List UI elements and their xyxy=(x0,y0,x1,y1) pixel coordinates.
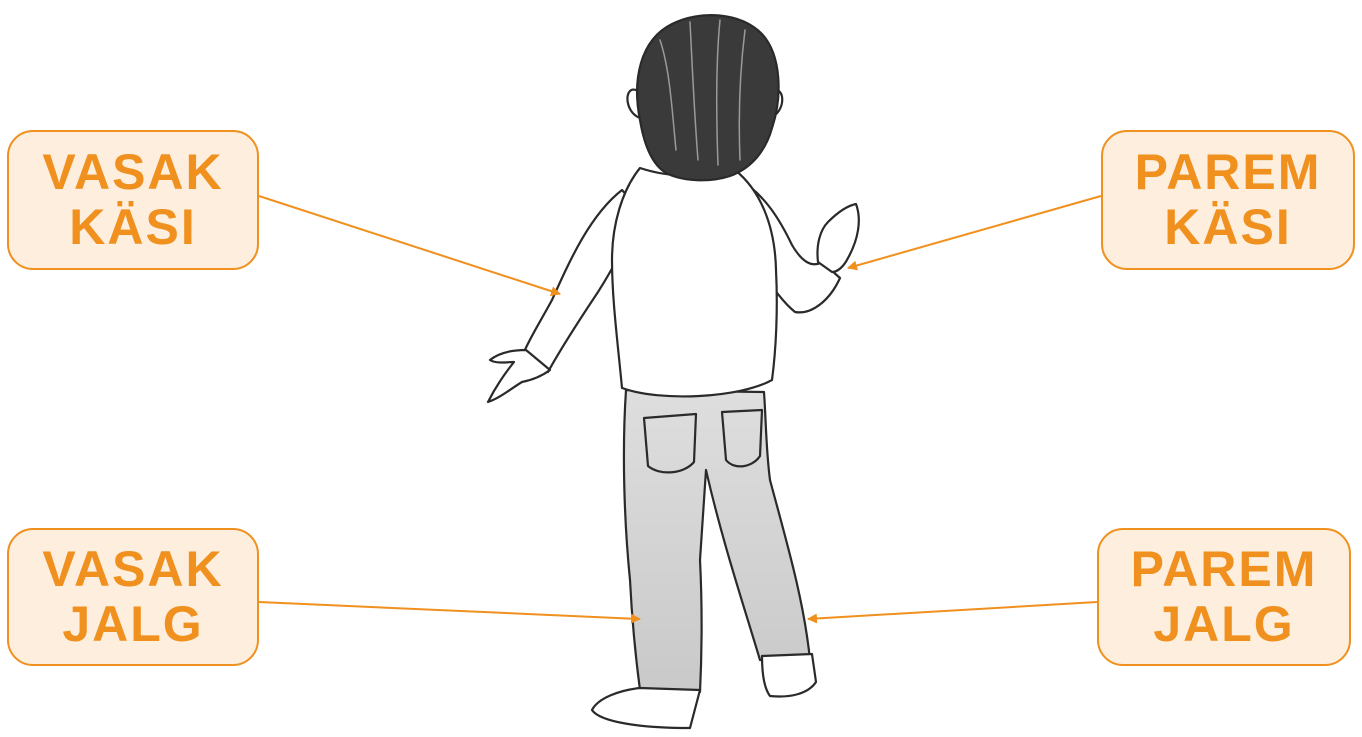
label-left-leg: VASAK JALG xyxy=(7,528,259,666)
label-left-leg-line1: VASAK xyxy=(42,542,223,597)
boy-illustration xyxy=(488,15,859,728)
sweater xyxy=(612,168,777,396)
label-right-leg-line1: PAREM xyxy=(1131,542,1318,597)
arrow-left-leg xyxy=(259,602,640,619)
label-left-leg-line2: JALG xyxy=(62,597,203,652)
label-right-hand: PAREM KÄSI xyxy=(1101,130,1355,270)
left-shoe xyxy=(592,688,700,728)
label-left-hand: VASAK KÄSI xyxy=(7,130,259,270)
label-right-leg: PAREM JALG xyxy=(1097,528,1351,666)
label-right-hand-line1: PAREM xyxy=(1135,145,1322,200)
label-right-leg-line2: JALG xyxy=(1153,597,1294,652)
label-left-hand-line1: VASAK xyxy=(42,145,223,200)
label-left-hand-line2: KÄSI xyxy=(69,200,196,255)
arrow-right-hand xyxy=(848,196,1101,268)
hair xyxy=(637,15,778,180)
arrow-left-hand xyxy=(259,196,560,294)
jeans xyxy=(624,390,810,692)
right-shoe xyxy=(762,654,816,696)
right-hand xyxy=(817,204,858,272)
arrow-right-leg xyxy=(808,602,1097,619)
label-right-hand-line2: KÄSI xyxy=(1164,200,1291,255)
